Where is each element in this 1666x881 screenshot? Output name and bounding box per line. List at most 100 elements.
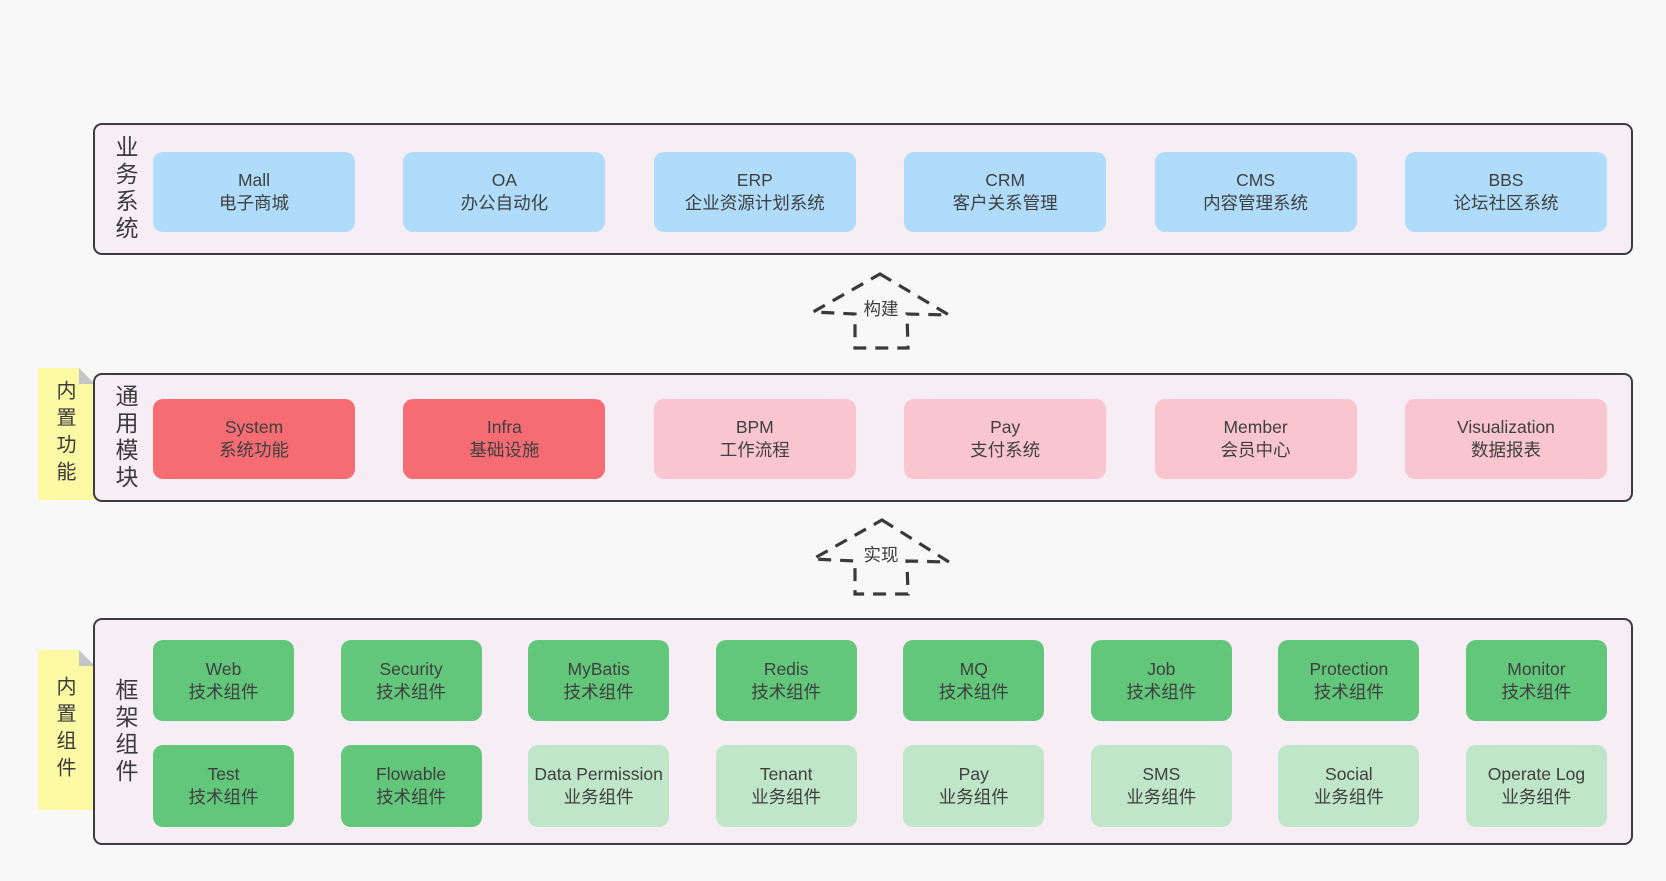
module-box-visualization: Visualization 数据报表 xyxy=(1404,399,1607,479)
module-title: System xyxy=(224,417,284,437)
module-subtitle: 技术组件 xyxy=(1126,681,1197,702)
module-title: SMS xyxy=(1142,764,1181,784)
module-box-infra: Infra 基础设施 xyxy=(403,399,606,479)
module-subtitle: 电子商城 xyxy=(219,193,289,213)
module-title: Pay xyxy=(958,764,989,784)
module-subtitle: 业务组件 xyxy=(1501,787,1572,807)
layer-business-systems: 业务系统 Mall 电子商城 OA 办公自动化 ERP 企业资源计划系统 CRM 客户关系管理… xyxy=(93,123,1633,255)
module-box-cms: CMS 内容管理系统 xyxy=(1154,152,1357,232)
module-title: Mall xyxy=(237,170,271,190)
module-title: MQ xyxy=(959,658,988,679)
module-box-test: Test 技术组件 xyxy=(153,745,294,827)
module-subtitle: 业务组件 xyxy=(938,787,1009,807)
module-box-system: System 系统功能 xyxy=(153,399,355,479)
module-title: ERP xyxy=(736,170,773,190)
module-subtitle: 技术组件 xyxy=(563,681,634,702)
module-subtitle: 技术组件 xyxy=(751,681,822,702)
build-arrow: 构建 xyxy=(810,271,952,351)
layer-common-modules: 通用模块 System 系统功能 Infra 基础设施 BPM 工作流程 Pay 支付系统 Me… xyxy=(93,373,1633,502)
module-subtitle: 技术组件 xyxy=(1313,681,1384,702)
module-subtitle: 业务组件 xyxy=(1313,787,1384,807)
module-subtitle: 办公自动化 xyxy=(460,193,549,213)
module-title: CMS xyxy=(1236,170,1275,190)
module-title: Tenant xyxy=(759,764,813,784)
module-subtitle: 数据报表 xyxy=(1470,440,1541,460)
module-box-mall: Mall 电子商城 xyxy=(153,152,355,232)
module-title: Security xyxy=(379,658,443,679)
module-title: Member xyxy=(1223,417,1288,437)
module-title: Data Permission xyxy=(534,764,663,784)
module-title: MyBatis xyxy=(567,658,630,679)
module-subtitle: 内容管理系统 xyxy=(1203,193,1309,213)
module-subtitle: 支付系统 xyxy=(970,440,1041,460)
module-title: Infra xyxy=(486,417,522,437)
box-row: System 系统功能 Infra 基础设施 BPM 工作流程 Pay 支付系统 Member 会… xyxy=(153,399,1607,479)
layer-label: 框架组件 xyxy=(112,677,138,786)
layer-label: 业务系统 xyxy=(112,135,138,243)
dashed-up-arrow-icon xyxy=(810,518,952,596)
module-subtitle: 技术组件 xyxy=(188,787,259,807)
sticky-note-text: 内置功能 xyxy=(53,380,75,488)
module-title: OA xyxy=(491,170,518,190)
module-box-erp: ERP 企业资源计划系统 xyxy=(653,152,856,232)
module-title: Social xyxy=(1325,764,1373,784)
arrow-label: 实现 xyxy=(858,541,904,568)
module-subtitle: 技术组件 xyxy=(376,787,447,807)
module-title: Flowable xyxy=(376,764,447,784)
sticky-note-built-in-functions: 内置功能 xyxy=(38,368,95,500)
module-box-pay: Pay 业务组件 xyxy=(903,745,1045,827)
sticky-note-built-in-components: 内置组件 xyxy=(38,650,95,810)
module-box-bpm: BPM 工作流程 xyxy=(653,399,856,479)
module-subtitle: 论坛社区系统 xyxy=(1453,193,1559,213)
module-box-social: Social 业务组件 xyxy=(1278,745,1420,827)
module-subtitle: 业务组件 xyxy=(563,787,634,807)
module-title: Pay xyxy=(990,417,1021,437)
module-subtitle: 基础设施 xyxy=(469,440,540,460)
module-subtitle: 企业资源计划系统 xyxy=(684,193,825,213)
module-box-sms: SMS 业务组件 xyxy=(1090,745,1232,827)
arrow-label: 构建 xyxy=(858,295,904,322)
module-title: Operate Log xyxy=(1487,764,1586,784)
module-title: Redis xyxy=(763,658,809,679)
module-subtitle: 技术组件 xyxy=(376,681,447,702)
module-title: BBS xyxy=(1488,170,1524,190)
module-subtitle: 客户关系管理 xyxy=(952,193,1058,213)
module-box-member: Member 会员中心 xyxy=(1154,399,1357,479)
module-box-operate-log: Operate Log 业务组件 xyxy=(1465,745,1607,827)
module-subtitle: 业务组件 xyxy=(1126,787,1197,807)
module-subtitle: 系统功能 xyxy=(219,440,289,460)
module-title: Monitor xyxy=(1507,658,1566,679)
module-box-flowable: Flowable 技术组件 xyxy=(340,745,482,827)
module-title: Job xyxy=(1147,658,1176,679)
module-subtitle: 技术组件 xyxy=(938,681,1009,702)
box-row: Mall 电子商城 OA 办公自动化 ERP 企业资源计划系统 CRM 客户关系管理 CMS 内容… xyxy=(153,152,1607,232)
implement-arrow: 实现 xyxy=(810,517,952,597)
module-box-pay: Pay 支付系统 xyxy=(904,399,1107,479)
module-title: Test xyxy=(207,764,240,784)
module-title: Protection xyxy=(1309,658,1389,679)
module-subtitle: 会员中心 xyxy=(1220,440,1291,460)
module-box-oa: OA 办公自动化 xyxy=(403,152,606,232)
dashed-up-arrow-icon xyxy=(810,272,952,350)
module-title: Visualization xyxy=(1456,417,1555,437)
module-subtitle: 技术组件 xyxy=(1501,681,1572,702)
sticky-note-text: 内置组件 xyxy=(53,676,75,784)
module-subtitle: 工作流程 xyxy=(719,440,790,460)
module-subtitle: 业务组件 xyxy=(751,787,822,807)
module-title: Web xyxy=(205,658,242,679)
module-box-tenant: Tenant 业务组件 xyxy=(715,745,857,827)
module-title: CRM xyxy=(985,170,1026,190)
module-title: BPM xyxy=(735,417,774,437)
layer-label: 通用模块 xyxy=(112,383,138,492)
